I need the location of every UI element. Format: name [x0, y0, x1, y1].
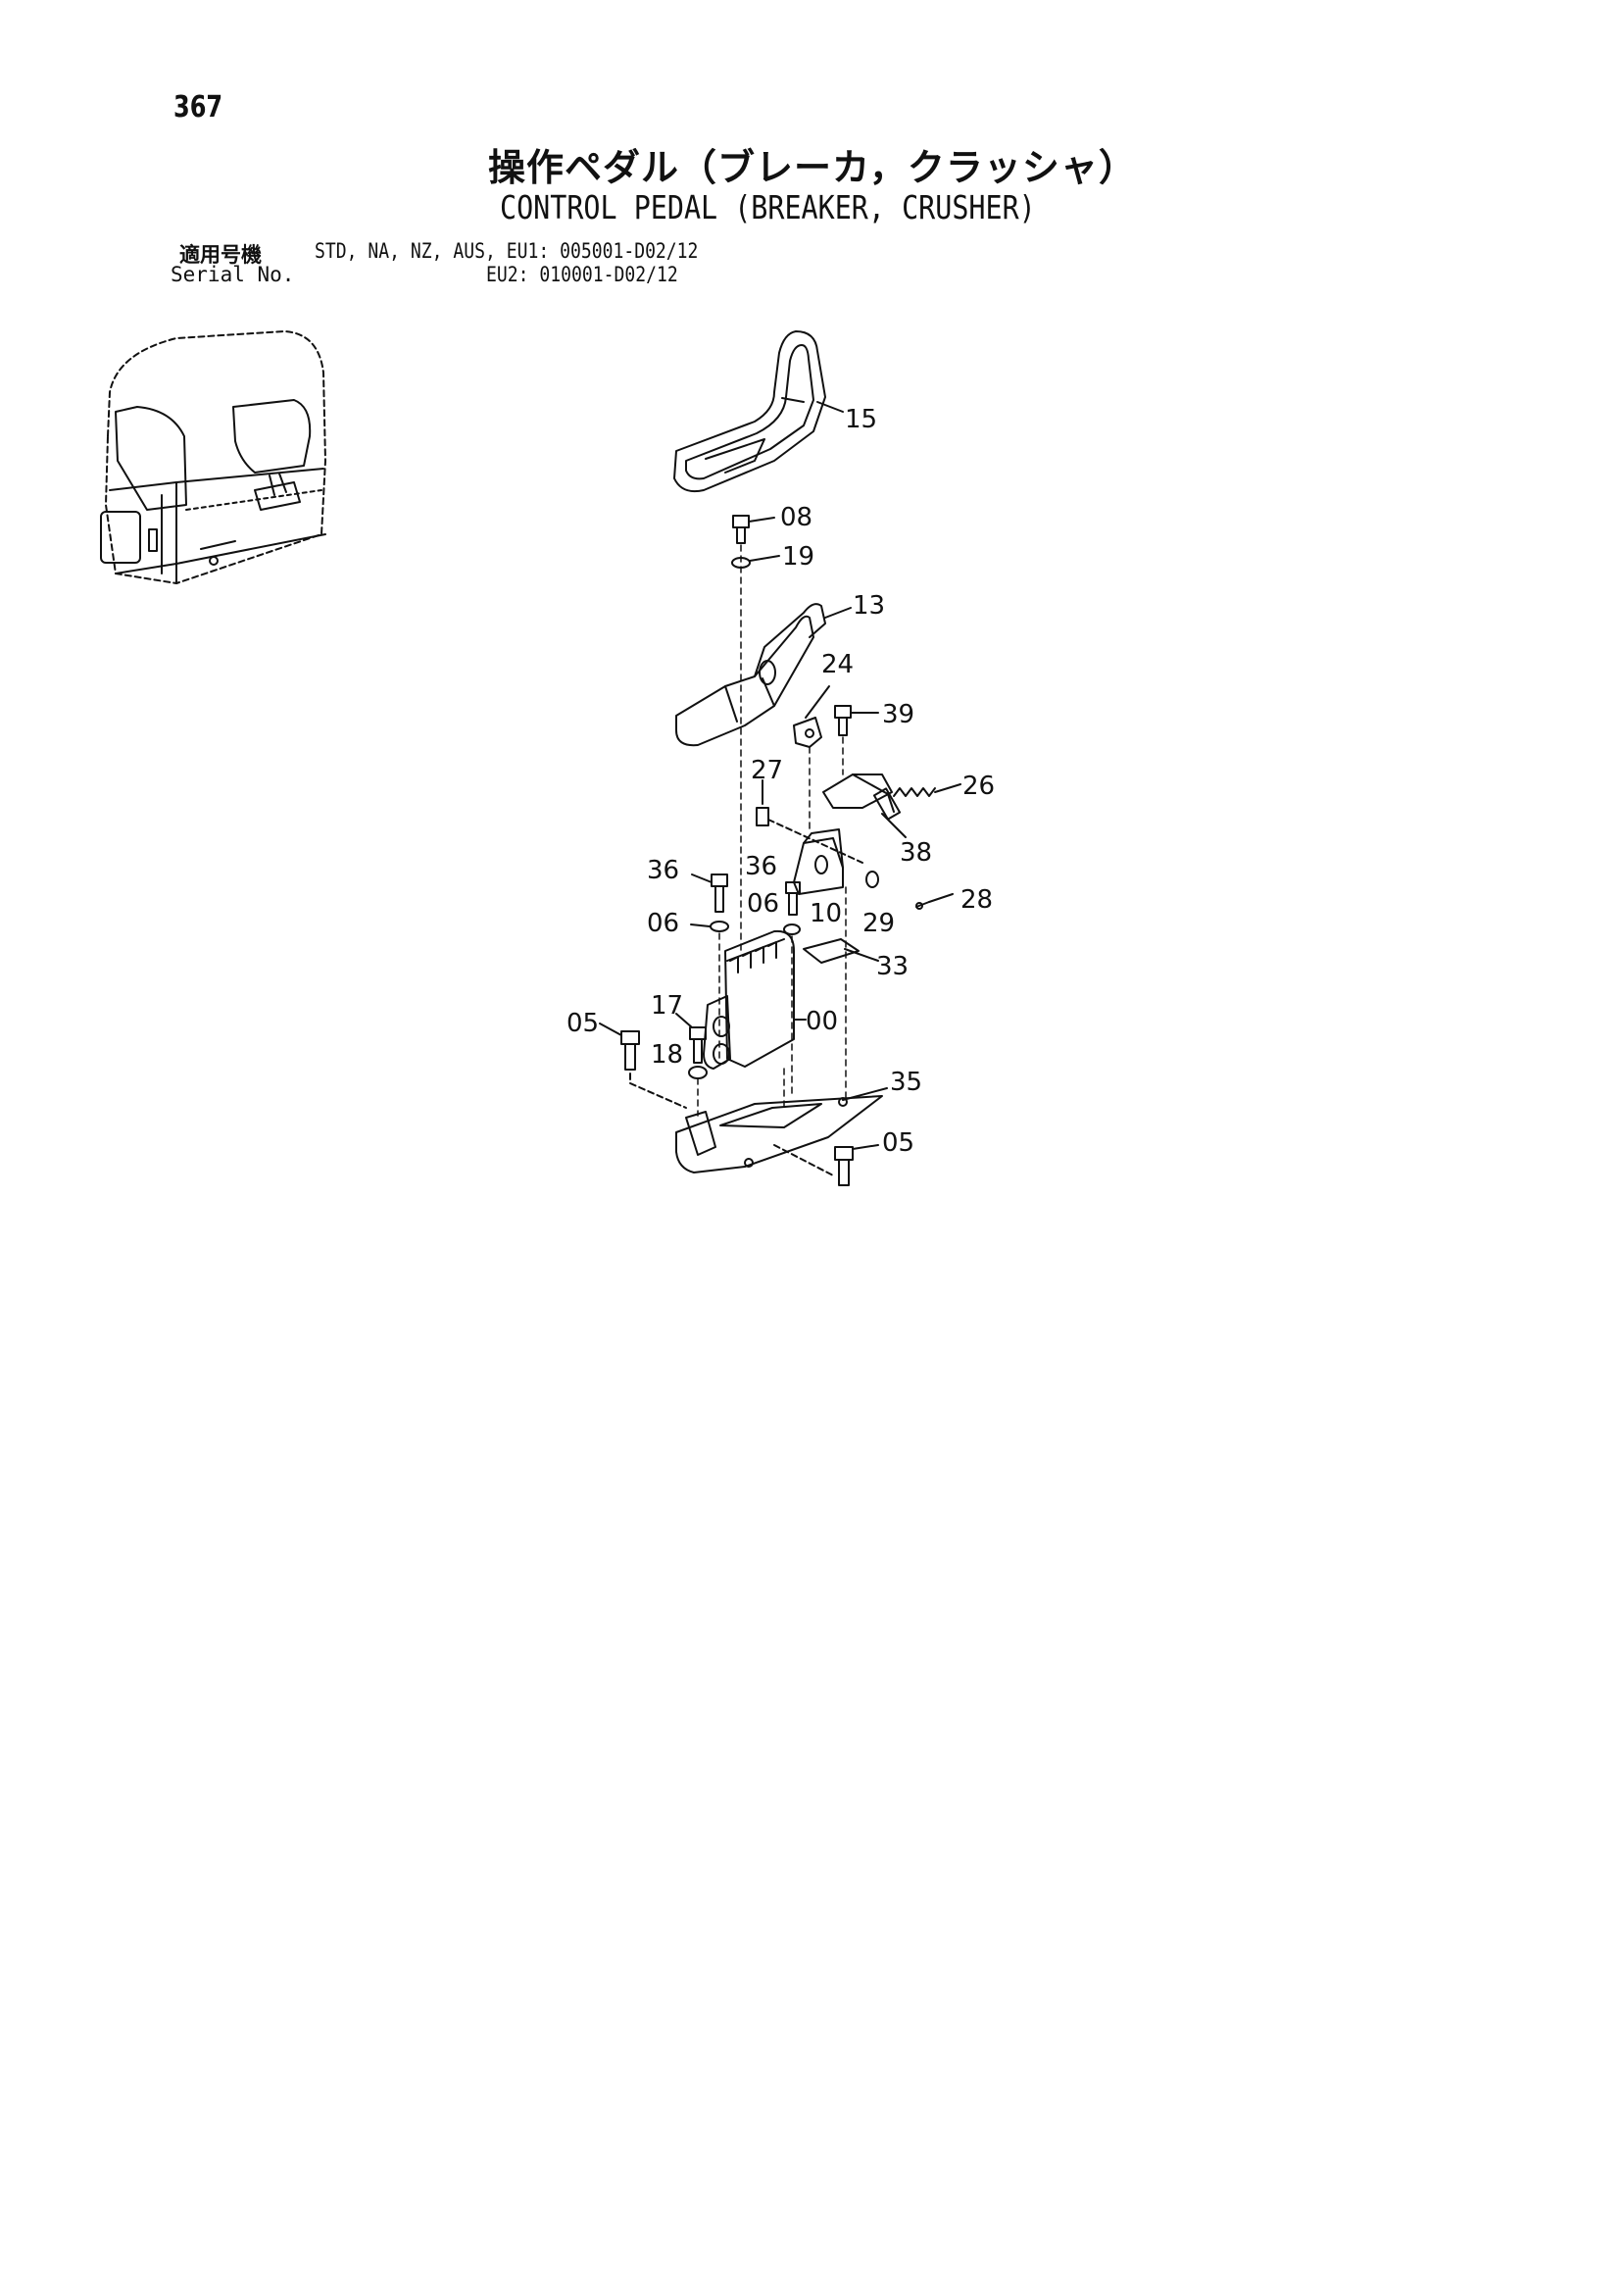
callout-19: 19 [782, 542, 814, 572]
callout-10: 10 [810, 899, 842, 928]
part-28-pin [915, 893, 954, 910]
part-26-spring [893, 783, 961, 797]
part-29-washer [865, 871, 879, 888]
page-number: 367 [173, 90, 223, 125]
serial-label-japanese: 適用号機 [179, 243, 262, 267]
part-05-bolt-right [773, 1144, 879, 1186]
title-japanese: 操作ペダル（ブレーカ，クラッシャ） [488, 146, 1137, 189]
callout-28: 28 [960, 885, 993, 915]
callout-13: 13 [853, 591, 885, 621]
callout-24: 24 [821, 650, 854, 679]
callout-05-right: 05 [882, 1128, 914, 1158]
callout-17: 17 [651, 991, 683, 1021]
callout-06-right: 06 [747, 889, 779, 919]
serial-range-line-2: EU2: 010001-D02/12 [486, 263, 678, 286]
part-10-bracket [793, 828, 844, 895]
callout-27: 27 [751, 756, 783, 785]
part-24-cam [793, 685, 830, 748]
part-36-bolt-right [785, 881, 801, 916]
callout-33: 33 [876, 952, 909, 981]
part-06-washer-left [690, 921, 729, 932]
callout-29: 29 [862, 909, 895, 938]
part-19-washer [731, 555, 780, 569]
callout-00: 00 [806, 1007, 838, 1036]
part-35-base-plate [675, 1087, 888, 1173]
part-17-bolt [675, 1013, 707, 1064]
callout-38: 38 [900, 838, 932, 868]
callout-15: 15 [845, 405, 877, 434]
part-13-pedal [675, 603, 852, 747]
part-38-bracket [822, 774, 907, 838]
part-15-pedal-cover [673, 330, 844, 493]
title-english: CONTROL PEDAL (BREAKER, CRUSHER) [500, 188, 1036, 226]
serial-label-english: Serial No. [171, 263, 295, 286]
callout-labels: 15 08 19 13 24 39 27 26 38 36 36 28 06 0… [566, 405, 995, 1158]
callout-26: 26 [962, 772, 995, 801]
callout-18: 18 [651, 1040, 683, 1070]
part-08-bolt [732, 515, 775, 544]
callout-35: 35 [890, 1068, 922, 1097]
part-06-washer-right [783, 923, 801, 935]
callout-36-right: 36 [745, 852, 777, 881]
callout-36-left: 36 [647, 856, 679, 885]
cab-location-thumbnail [100, 330, 326, 584]
assembly-lines [697, 544, 847, 1117]
callout-39: 39 [882, 700, 914, 729]
serial-range-line-1: STD, NA, NZ, AUS, EU1: 005001-D02/12 [315, 239, 699, 263]
callout-05-left: 05 [566, 1009, 599, 1038]
part-33-plate [803, 938, 879, 964]
part-18-washer [688, 1066, 708, 1079]
part-05-bolt-left [599, 1023, 687, 1109]
callout-06-left: 06 [647, 909, 679, 938]
part-39-bolt [834, 705, 879, 736]
callout-08: 08 [780, 503, 812, 532]
part-36-bolt-left [691, 873, 728, 913]
